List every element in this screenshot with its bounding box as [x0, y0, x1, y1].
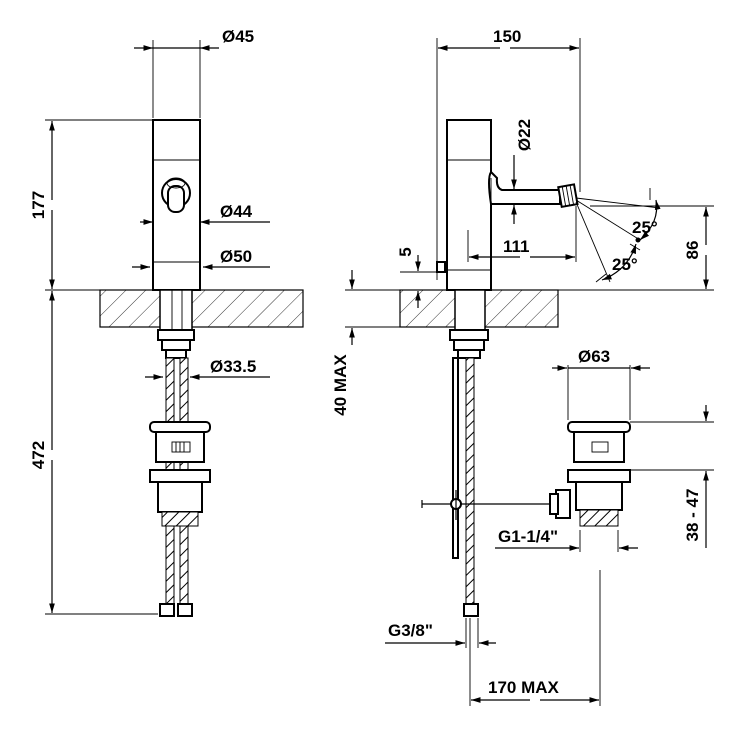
dim-w111: 111	[503, 237, 530, 256]
dim-angle-bottom: 25°	[612, 255, 638, 274]
dim-d63: Ø63	[578, 347, 610, 366]
dim-d45: Ø45	[222, 27, 254, 46]
dim-d50: Ø50	[220, 247, 252, 266]
dim-angle-top: 25°	[632, 218, 658, 237]
hose-right-a	[465, 357, 475, 609]
spout	[488, 170, 561, 205]
dim-d22: Ø22	[515, 119, 534, 151]
front-drain-cap	[149, 421, 211, 433]
dim-d44: Ø44	[220, 202, 253, 221]
dim-h177: 177	[29, 191, 48, 219]
side-faucet-body	[446, 119, 492, 291]
side-view: 150 Ø22 25° 25° 111 86 5	[331, 27, 714, 706]
dim-h86: 86	[683, 241, 702, 260]
front-view: Ø45 Ø44 Ø50 Ø33.5 177 472	[29, 27, 304, 617]
dim-h38-47: 38 - 47	[683, 489, 702, 542]
countertop-left	[99, 289, 304, 328]
dim-h472: 472	[29, 441, 48, 469]
side-drain-cap	[567, 421, 631, 433]
dim-h40max: 40 MAX	[331, 354, 350, 416]
dim-w150: 150	[493, 27, 521, 46]
dim-g1-1-4: G1-1/4"	[498, 527, 558, 546]
dim-w170max: 170 MAX	[488, 678, 560, 697]
dim-d33-5: Ø33.5	[210, 357, 256, 376]
dim-h5: 5	[396, 247, 415, 256]
dim-g3-8: G3/8"	[388, 621, 433, 640]
front-shank	[159, 289, 193, 331]
